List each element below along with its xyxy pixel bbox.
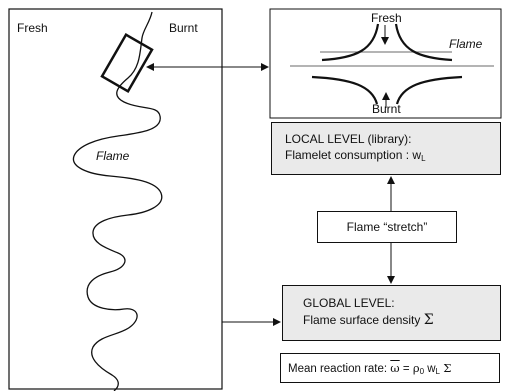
streamline-lower-right [395, 75, 463, 105]
domain-box [8, 8, 223, 390]
rho-symbol: ρ [412, 361, 420, 375]
w-l-subscript: L [435, 367, 440, 376]
local-level-title: LOCAL LEVEL (library): [285, 132, 412, 146]
streamline-upper-left [321, 23, 380, 62]
global-level-title: GLOBAL LEVEL: [303, 296, 395, 310]
equals-sign: = [402, 363, 410, 375]
flame-surface-density-text: Flame surface density Σ [303, 312, 434, 328]
mean-reaction-rate-box: Mean reaction rate: ω = ρ0 wL Σ [280, 353, 500, 383]
flame-label: Flame [96, 149, 130, 163]
streamline-lower-left [311, 75, 379, 105]
burnt-label: Burnt [169, 21, 198, 35]
flamelet-consumption-text: Flamelet consumption : wL [285, 148, 426, 163]
sigma-symbol: Σ [423, 312, 434, 328]
w-symbol: w [427, 363, 436, 375]
flame-stretch-box: Flame “stretch” [317, 211, 457, 243]
flame-front-curve [72, 11, 163, 391]
sigma-rate-symbol: Σ [443, 361, 452, 375]
global-level-box: GLOBAL LEVEL: Flame surface density Σ [282, 285, 501, 341]
zoom-burnt-label: Burnt [372, 102, 401, 116]
omega-bar-symbol: ω [390, 361, 400, 375]
zoom-flame-label: Flame [449, 37, 483, 51]
streamline-upper-right [394, 23, 453, 62]
zoom-window [100, 33, 154, 93]
fresh-label: Fresh [17, 21, 48, 35]
flame-stretch-label: Flame “stretch” [346, 220, 428, 234]
w-subscript: L [421, 154, 426, 163]
rho-subscript: 0 [419, 367, 425, 376]
zoom-fresh-label: Fresh [371, 11, 402, 25]
mean-reaction-rate-label: Mean reaction rate: [288, 363, 388, 375]
local-level-box: LOCAL LEVEL (library): Flamelet consumpt… [271, 122, 501, 175]
